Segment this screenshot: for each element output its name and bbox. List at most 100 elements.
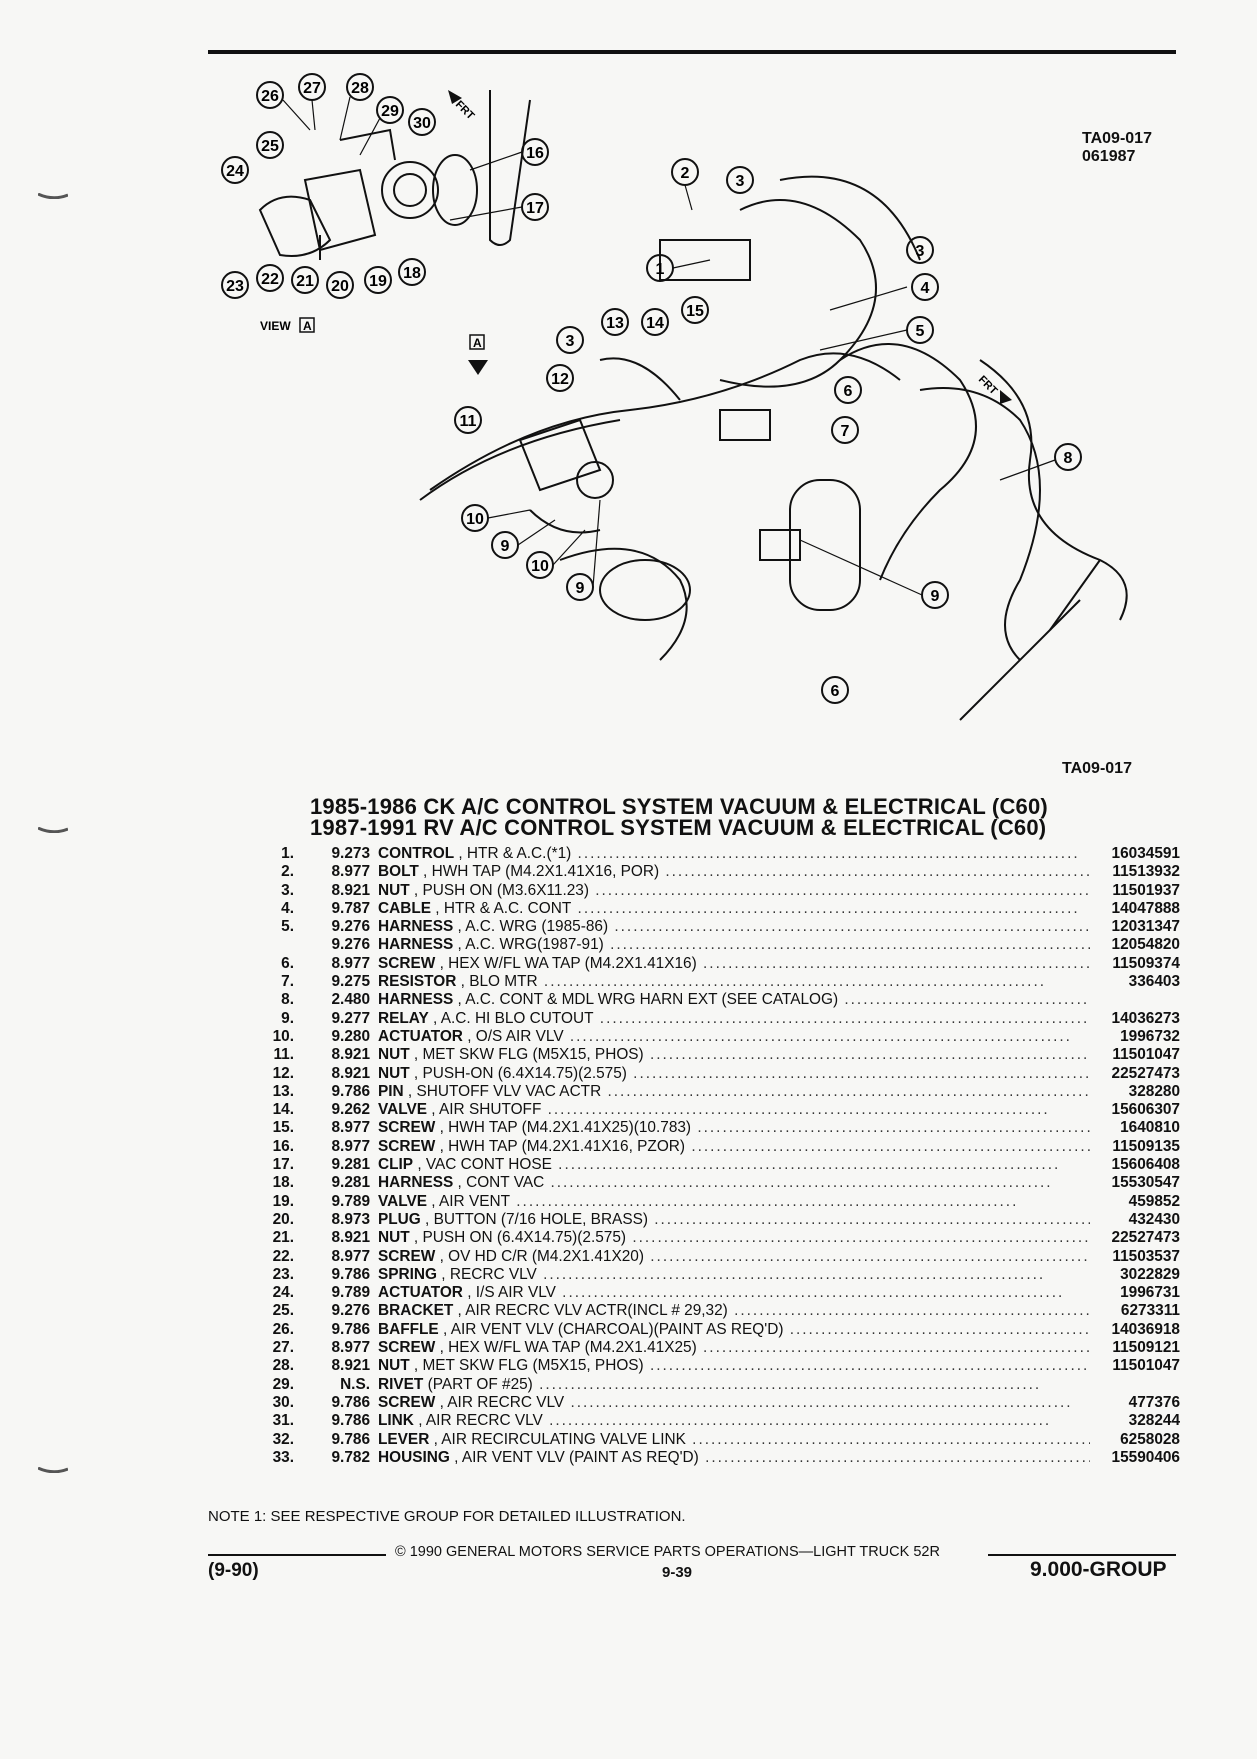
item-number: 7. — [281, 973, 294, 991]
callout-33: 30 — [408, 108, 436, 136]
item-name: RIVET — [378, 1375, 424, 1393]
item-description: BOLT , HWH TAP (M4.2X1.41X16, POR) .....… — [378, 863, 1090, 881]
separator: , — [427, 1101, 440, 1119]
separator: , — [435, 954, 449, 972]
separator: , — [409, 881, 423, 899]
item-number: 4. — [281, 899, 294, 917]
item-spec: BUTTON (7/16 HOLE, BRASS) — [433, 1210, 648, 1228]
separator: , — [453, 918, 466, 936]
separator: , — [409, 1357, 423, 1375]
copyright: © 1990 GENERAL MOTORS SERVICE PARTS OPER… — [395, 1544, 940, 1560]
dot-leader: ........................................… — [703, 954, 1090, 972]
separator: , — [462, 1284, 476, 1302]
item-spec: MET SKW FLG (M5X15, PHOS) — [422, 1357, 644, 1375]
item-description: ACTUATOR , I/S AIR VLV .................… — [378, 1284, 1090, 1302]
part-number: 477376 — [1128, 1393, 1180, 1411]
item-description: SCREW , OV HD C/R (M4.2X1.41X20) .......… — [378, 1248, 1090, 1266]
callout-8: 8 — [1054, 443, 1082, 471]
part-number: 14036918 — [1111, 1320, 1180, 1338]
part-number: 1996732 — [1120, 1027, 1180, 1045]
dot-leader: ........................................… — [563, 1027, 1072, 1045]
callout-18: 15 — [681, 296, 709, 324]
group-code: 9.281 — [331, 1156, 370, 1174]
dot-leader: ........................................… — [593, 1009, 1090, 1027]
item-number: 6. — [281, 954, 294, 972]
separator: , — [453, 936, 466, 954]
dot-leader: ........................................… — [601, 1082, 1090, 1100]
item-spec: AIR VENT VLV (CHARCOAL)(PAINT AS REQ'D) — [450, 1320, 784, 1338]
dot-leader: ........................................… — [564, 1393, 1073, 1411]
svg-text:3: 3 — [916, 243, 925, 260]
item-spec: OV HD C/R (M4.2X1.41X20) — [448, 1247, 644, 1265]
item-name: PLUG — [378, 1210, 421, 1228]
item-description: BRACKET , AIR RECRC VLV ACTR(INCL # 29,3… — [378, 1302, 1090, 1320]
item-description: NUT , PUSH-ON (6.4X14.75)(2.575) .......… — [378, 1065, 1090, 1083]
part-number: 11501047 — [1112, 1046, 1180, 1064]
item-name: NUT — [378, 881, 410, 899]
item-number: 26. — [272, 1320, 294, 1338]
item-name: CLIP — [378, 1156, 414, 1174]
svg-text:25: 25 — [261, 138, 279, 155]
svg-text:29: 29 — [381, 103, 399, 120]
group-code: 9.786 — [331, 1393, 370, 1411]
part-number: 11501047 — [1112, 1357, 1180, 1375]
item-spec: CONT VAC — [466, 1174, 545, 1192]
top-rule — [208, 50, 1176, 54]
dot-leader: ........................................… — [608, 918, 1090, 936]
item-spec: BLO MTR — [469, 973, 538, 991]
item-number: 23. — [272, 1265, 294, 1283]
item-number: 32. — [272, 1430, 294, 1448]
callout-4: 4 — [911, 273, 939, 301]
item-name: HOUSING — [378, 1448, 450, 1466]
group-code: 2.480 — [331, 991, 370, 1009]
dot-leader: ........................................… — [703, 1339, 1090, 1357]
callout-16: 13 — [601, 308, 629, 336]
item-number: 5. — [281, 918, 294, 936]
dot-leader: ........................................… — [544, 1174, 1053, 1192]
separator: , — [462, 1027, 476, 1045]
part-number: 14036273 — [1111, 1009, 1180, 1027]
item-spec: SHUTOFF VLV VAC ACTR — [416, 1082, 602, 1100]
svg-text:10: 10 — [531, 558, 549, 575]
item-number: 30. — [272, 1393, 294, 1411]
separator: , — [438, 1320, 451, 1338]
part-number: 459852 — [1128, 1192, 1180, 1210]
svg-text:10: 10 — [466, 511, 484, 528]
group-code: 9.273 — [331, 845, 370, 862]
dot-leader: ........................................… — [789, 1320, 1090, 1338]
item-number: 10. — [272, 1027, 294, 1045]
item-name: VALVE — [378, 1192, 428, 1210]
group-code: 9.262 — [331, 1101, 370, 1119]
item-number: 16. — [272, 1137, 294, 1155]
dot-leader: ........................................… — [692, 1430, 1090, 1448]
item-spec: PUSH ON (6.4X14.75)(2.575) — [422, 1229, 627, 1247]
item-number: 21. — [272, 1229, 294, 1247]
callout-22: 19 — [364, 266, 392, 294]
group-code: 8.977 — [331, 863, 370, 881]
dot-leader: ........................................… — [541, 1101, 1050, 1119]
dot-leader: ........................................… — [691, 1137, 1090, 1155]
group-code: 9.787 — [331, 899, 370, 917]
callout-30: 27 — [298, 73, 326, 101]
svg-text:26: 26 — [261, 88, 279, 105]
part-number: 22527473 — [1111, 1064, 1180, 1082]
separator: , — [449, 1448, 462, 1466]
group-code: 9.276 — [331, 918, 370, 936]
separator: , — [413, 1412, 426, 1430]
item-spec: HWH TAP (M4.2X1.41X16, POR) — [431, 863, 660, 881]
callout-3: 3 — [556, 326, 584, 354]
svg-text:6: 6 — [831, 683, 840, 700]
separator: , — [435, 1339, 449, 1357]
item-spec: AIR RECRC VLV — [447, 1393, 565, 1411]
group-code: 9.789 — [331, 1192, 370, 1210]
callout-20: 17 — [521, 193, 549, 221]
